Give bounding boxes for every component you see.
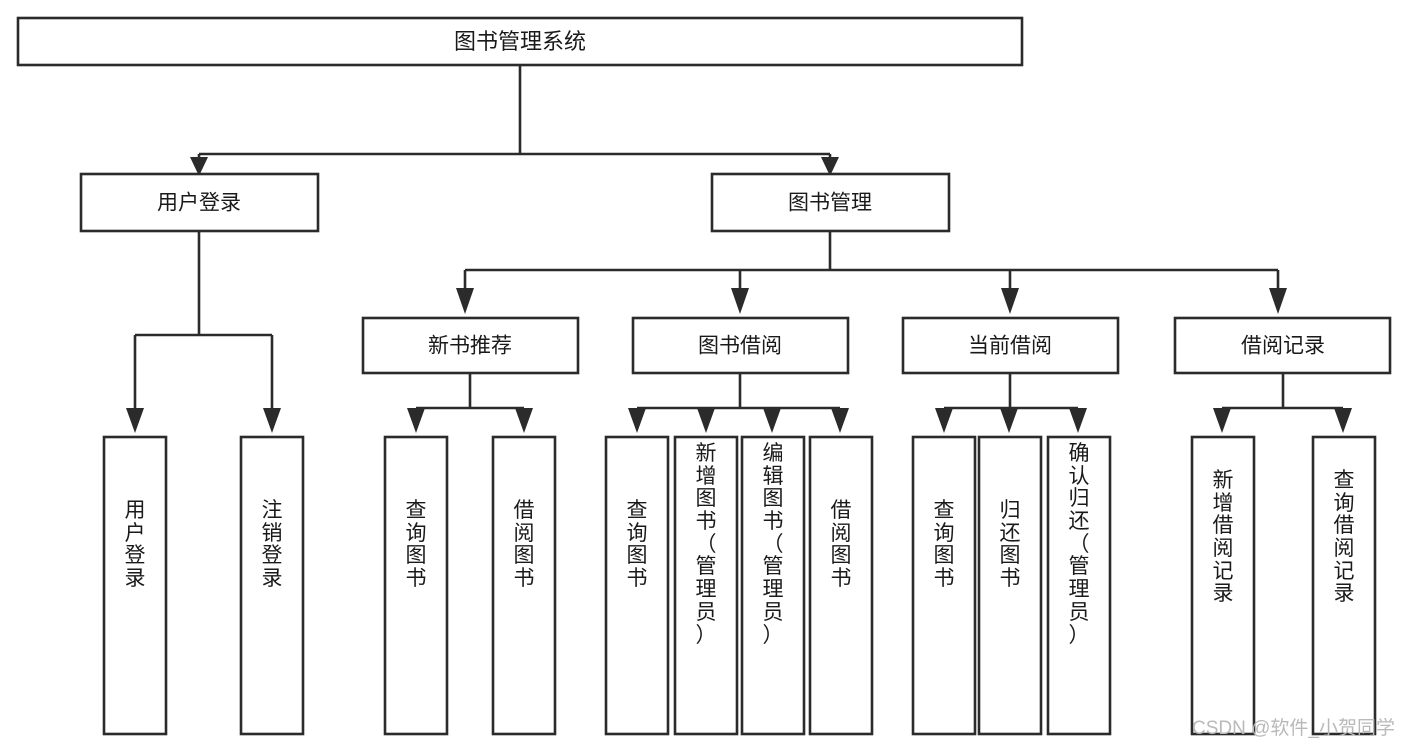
arrow-book-mgmt-to-current bbox=[1001, 288, 1019, 314]
connector-group-new-book bbox=[407, 373, 533, 433]
arrow-borrow-record-leaf-2 bbox=[1334, 408, 1352, 433]
node-current-borrow-label: 当前借阅 bbox=[968, 335, 1052, 358]
arrow-new-book-leaf-2 bbox=[515, 408, 533, 433]
node-user-login[interactable] bbox=[79, 172, 320, 233]
arrow-current-borrow-leaf-1 bbox=[935, 408, 953, 433]
leaf-box-current-borrow-2[interactable] bbox=[977, 435, 1043, 736]
connector-group-current-borrow bbox=[935, 373, 1087, 433]
leaf-label-book-borrow-1: 查 询 图 书 bbox=[626, 499, 648, 591]
csdn-watermark: CSDN @软件_小贺同学 bbox=[1192, 718, 1395, 739]
node-root-library-system[interactable] bbox=[16, 16, 1024, 67]
leaf-box-current-borrow-1[interactable] bbox=[911, 435, 977, 736]
leaf-box-new-book-1[interactable] bbox=[383, 435, 449, 736]
leaf-box-user-login-2[interactable] bbox=[239, 435, 305, 736]
node-borrow-record-label: 借阅记录 bbox=[1241, 335, 1325, 358]
leaf-label-new-book-1: 查 询 图 书 bbox=[405, 499, 427, 591]
leaf-box-book-borrow-2[interactable] bbox=[673, 435, 739, 736]
arrow-book-mgmt-to-record bbox=[1269, 288, 1287, 314]
node-user-login-label: 用户登录 bbox=[157, 192, 241, 215]
node-root-label: 图书管理系统 bbox=[454, 29, 586, 54]
arrow-book-borrow-leaf-1 bbox=[628, 408, 646, 433]
node-book-borrow[interactable] bbox=[631, 316, 850, 375]
arrow-root-to-book-mgmt bbox=[821, 157, 839, 176]
leaf-box-new-book-2[interactable] bbox=[491, 435, 557, 736]
node-new-book-recommend[interactable] bbox=[361, 316, 580, 375]
leaf-label-borrow-record-1: 新 增 借 阅 记 录 bbox=[1212, 469, 1234, 606]
node-book-management[interactable] bbox=[710, 172, 951, 233]
arrow-book-borrow-leaf-4 bbox=[831, 408, 849, 433]
node-borrow-record[interactable] bbox=[1173, 316, 1392, 375]
arrow-book-borrow-leaf-2 bbox=[697, 408, 715, 433]
leaf-label-book-borrow-4: 借 阅 图 书 bbox=[830, 499, 852, 591]
leaf-box-borrow-record-1[interactable] bbox=[1190, 435, 1256, 736]
arrow-book-mgmt-to-new-book bbox=[456, 288, 474, 314]
leaf-label-book-borrow-3: 编 辑 图 书 （ 管 理 员 ） bbox=[762, 442, 784, 647]
leaf-box-book-borrow-3[interactable] bbox=[740, 435, 806, 736]
connector-group-user-login bbox=[126, 231, 281, 433]
leaf-box-book-borrow-1[interactable] bbox=[604, 435, 670, 736]
leaf-label-new-book-2: 借 阅 图 书 bbox=[513, 499, 535, 591]
arrow-book-borrow-leaf-3 bbox=[763, 408, 781, 433]
leaf-label-user-login-2: 注 销 登 录 bbox=[261, 499, 283, 591]
node-book-borrow-label: 图书借阅 bbox=[698, 335, 782, 358]
leaf-label-current-borrow-1: 查 询 图 书 bbox=[933, 499, 955, 591]
arrow-root-to-user-login bbox=[190, 157, 208, 176]
arrow-borrow-record-leaf-1 bbox=[1213, 408, 1231, 433]
leaf-box-book-borrow-4[interactable] bbox=[808, 435, 874, 736]
leaf-box-user-login-1[interactable] bbox=[102, 435, 168, 736]
leaf-label-borrow-record-2: 查 询 借 阅 记 录 bbox=[1333, 469, 1355, 606]
arrow-current-borrow-leaf-2 bbox=[1000, 408, 1018, 433]
connector-group-book-borrow bbox=[628, 373, 849, 433]
arrow-user-login-leaf-1 bbox=[126, 408, 144, 433]
leaf-label-current-borrow-2: 归 还 图 书 bbox=[999, 499, 1021, 591]
leaf-label-current-borrow-3: 确 认 归 还 （ 管 理 员 ） bbox=[1068, 442, 1090, 647]
arrow-current-borrow-leaf-3 bbox=[1069, 408, 1087, 433]
leaf-label-user-login-1: 用 户 登 录 bbox=[124, 499, 146, 591]
node-book-management-label: 图书管理 bbox=[788, 192, 872, 215]
arrow-book-mgmt-to-borrow bbox=[731, 288, 749, 314]
leaf-label-book-borrow-2: 新 增 图 书 （ 管 理 员 ） bbox=[695, 442, 717, 647]
connector-group-root bbox=[190, 65, 839, 176]
connector-group-borrow-record bbox=[1213, 373, 1352, 433]
leaf-box-current-borrow-3[interactable] bbox=[1046, 435, 1112, 736]
node-new-book-recommend-label: 新书推荐 bbox=[428, 335, 512, 358]
leaf-box-borrow-record-2[interactable] bbox=[1311, 435, 1377, 736]
node-current-borrow[interactable] bbox=[901, 316, 1120, 375]
arrow-new-book-leaf-1 bbox=[407, 408, 425, 433]
arrow-user-login-leaf-2 bbox=[263, 408, 281, 433]
connector-group-book-mgmt bbox=[456, 231, 1287, 314]
